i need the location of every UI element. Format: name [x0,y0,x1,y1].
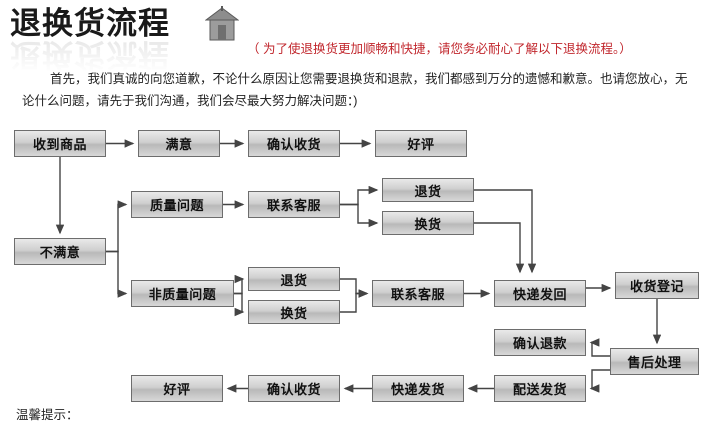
intro-line-1: 首先，我们真诚的向您道歉，不论什么原因让您需要退换货和退款，我们都感到万分的遗憾… [50,72,688,86]
flow-node-label: 联系客服 [266,198,321,213]
intro-paragraph: 首先，我们真诚的向您道歉，不论什么原因让您需要退换货和退款，我们都感到万分的遗憾… [22,68,692,112]
flow-node-good-review-top[interactable]: 好评 [375,130,467,157]
flow-node-label: 确认收货 [266,382,321,397]
flow-node-label: 好评 [407,137,435,152]
flow-node-label: 换货 [280,305,308,321]
flow-node-label: 配送发货 [512,382,567,397]
flow-node-delivery-shipment[interactable]: 配送发货 [494,375,586,402]
flow-node-good-review-bottom[interactable]: 好评 [131,375,223,402]
flow-node-ship-back[interactable]: 快递发回 [494,280,586,307]
flow-node-label: 收货登记 [629,279,684,294]
flow-node-label: 质量问题 [149,198,204,213]
house-icon [205,6,239,41]
flow-node-label: 收到商品 [32,137,87,152]
flow-node-satisfied[interactable]: 满意 [138,130,220,157]
flow-node-label: 快递发回 [512,287,567,302]
flow-node-exchange-upper[interactable]: 换货 [382,211,474,235]
footer-note: 温馨提示： [16,408,79,422]
header-note: （ 为了使退换货更加顺畅和快捷，请您务必耐心了解以下退换流程。） [247,42,632,56]
flow-node-confirm-refund[interactable]: 确认退款 [494,329,586,356]
flow-node-receipt-registration[interactable]: 收货登记 [615,272,699,299]
flow-node-label: 满意 [165,137,193,152]
flow-node-label: 确认收货 [266,137,321,152]
flow-node-contact-service-upper[interactable]: 联系客服 [248,191,340,218]
flow-node-label: 确认退款 [512,336,567,351]
flow-node-unsatisfied[interactable]: 不满意 [14,238,106,265]
flow-node-after-sales-handling[interactable]: 售后处理 [610,348,699,375]
flow-node-return-upper[interactable]: 退货 [382,178,474,202]
page-title: 退换货流程 退换货流程 [10,6,240,72]
flow-node-label: 退货 [280,272,308,288]
flow-node-courier-shipment[interactable]: 快递发货 [372,375,464,402]
page-title-text: 退换货流程 [10,6,170,42]
flow-node-label: 换货 [414,216,442,232]
flow-node-label: 好评 [163,382,191,397]
flow-node-non-quality-issue[interactable]: 非质量问题 [131,280,234,307]
flow-node-contact-service-lower[interactable]: 联系客服 [372,280,464,307]
flow-node-exchange-lower[interactable]: 换货 [248,300,340,324]
flow-node-label: 不满意 [39,245,81,260]
flow-node-label: 退货 [414,183,442,199]
flow-node-label: 售后处理 [627,355,682,370]
flow-node-quality-issue[interactable]: 质量问题 [131,191,223,218]
flow-node-label: 快递发货 [390,382,445,397]
flow-node-confirm-receipt-top[interactable]: 确认收货 [248,130,340,157]
intro-line-2: 论什么问题，请先于我们沟通，我们会尽最大努力解决问题：) [22,94,358,108]
flow-node-confirm-receipt-bottom[interactable]: 确认收货 [248,375,340,402]
flow-node-label: 联系客服 [390,287,445,302]
flow-node-label: 非质量问题 [148,287,217,302]
flow-node-return-lower[interactable]: 退货 [248,267,340,291]
flow-node-received-goods[interactable]: 收到商品 [14,130,106,157]
